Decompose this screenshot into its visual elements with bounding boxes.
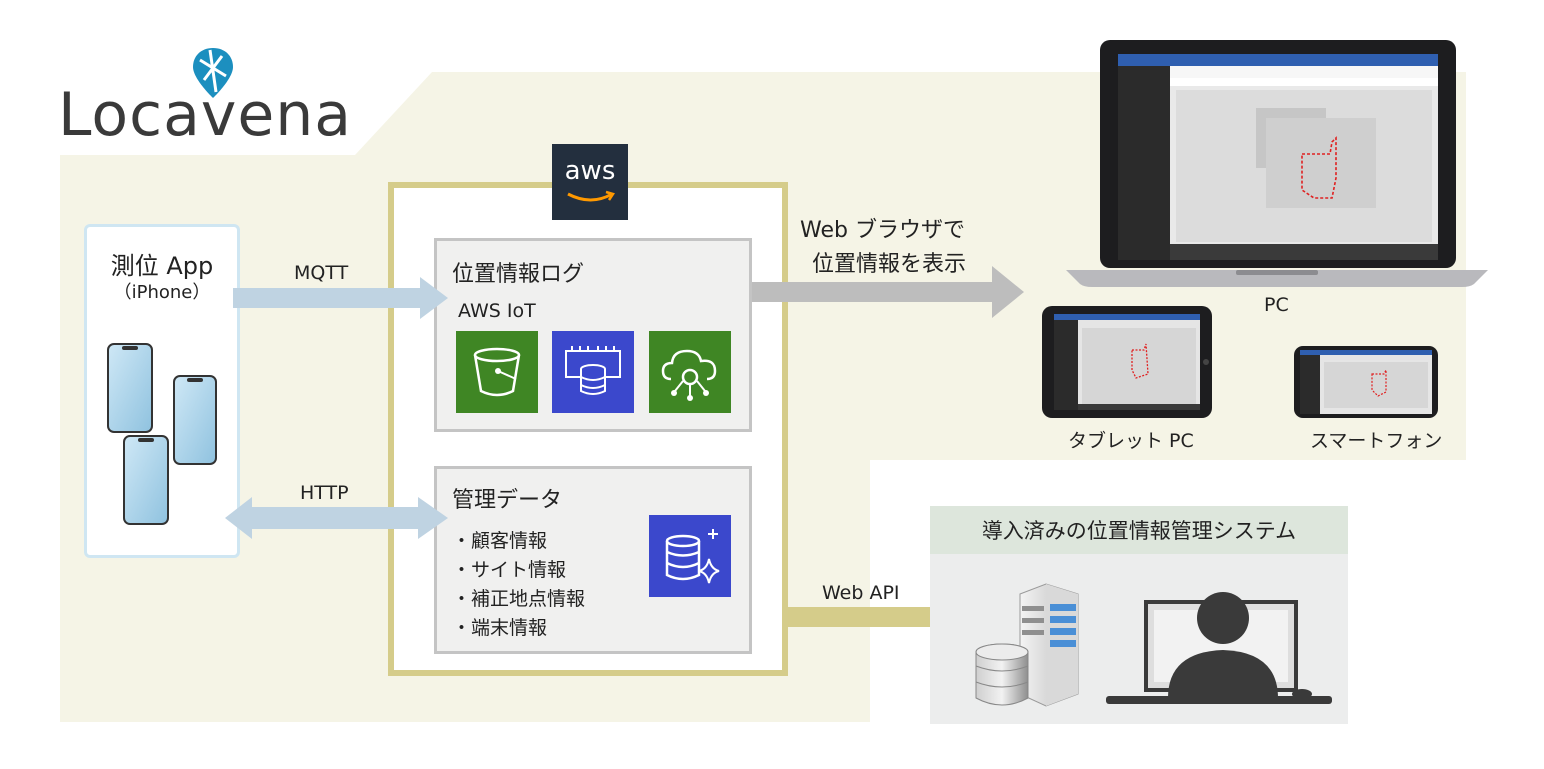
mgmt-item: ・端末情報 [452,617,548,639]
mqtt-label: MQTT [294,262,349,284]
database-stack-icon [975,643,1029,706]
app-title: 測位 App [110,252,214,280]
tablet-label: タブレット PC [1068,430,1194,452]
http-arrow [225,497,448,539]
mgmt-item: ・補正地点情報 [452,588,586,610]
locavena-pin-icon [193,48,233,98]
timestream-database-icon [552,331,634,413]
mgmt-panel-title: 管理データ [452,488,563,513]
aws-logo-icon: aws [552,144,628,220]
aws-smile-icon [567,190,615,202]
logo-text: Locavena [58,80,353,150]
web-browser-arrow [752,266,1024,318]
web-api-arrow [788,592,974,642]
mgmt-item: ・顧客情報 [452,530,548,552]
legacy-system-header [930,506,1348,554]
dynamodb-icon [649,515,731,597]
laptop-icon [1066,40,1488,287]
phone-icon [107,343,153,433]
mgmt-item: ・サイト情報 [452,559,567,581]
aws-badge-text: aws [564,156,616,186]
web-browser-label-line1: Web ブラウザで [800,218,965,243]
tablet-icon [1042,306,1212,418]
web-api-label: Web API [822,582,900,604]
s3-bucket-icon [456,331,538,413]
iot-core-icon [649,331,731,413]
legacy-system-title: 導入済みの位置情報管理システム [981,519,1297,543]
mqtt-arrow [233,277,448,319]
smartphone-landscape-icon [1294,346,1438,418]
operator-at-monitor-icon [1106,592,1332,704]
server-icon [975,583,1079,707]
log-panel-subtitle: AWS IoT [458,300,536,322]
log-panel-title: 位置情報ログ [452,262,585,287]
smartphone-icons [107,343,217,525]
phone-icon [123,435,169,525]
phone-icon [173,375,217,465]
server-tower-icon [1019,583,1079,707]
app-subtitle: （iPhone） [113,282,211,303]
pc-label: PC [1264,294,1289,316]
http-label: HTTP [300,482,349,504]
web-browser-label-line2: 位置情報を表示 [812,252,967,277]
smartphone-label: スマートフォン [1310,430,1443,452]
